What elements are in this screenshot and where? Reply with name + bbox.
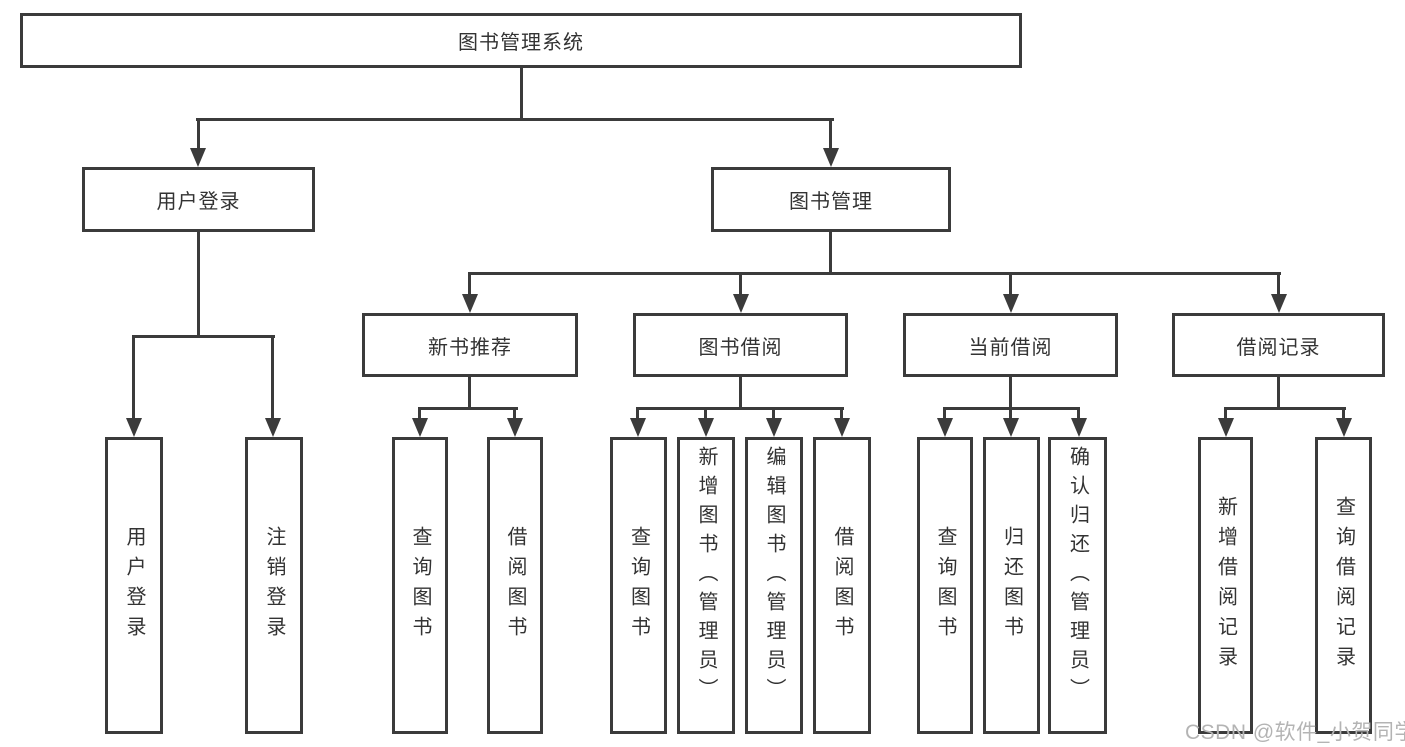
arrowhead-icon bbox=[698, 418, 714, 437]
connector-line bbox=[739, 377, 742, 410]
leaf-user-login: 用户登录 bbox=[105, 437, 163, 734]
node-borrowing-records: 借阅记录 bbox=[1172, 313, 1385, 377]
leaf-return-book: 归还图书 bbox=[983, 437, 1040, 734]
connector-line bbox=[636, 407, 639, 421]
leaf-recommend-query-book: 查询图书 bbox=[392, 437, 448, 734]
arrowhead-icon bbox=[937, 418, 953, 437]
connector-line bbox=[636, 407, 844, 410]
csdn-watermark: CSDN @软件_小贺同学 bbox=[1185, 721, 1405, 744]
connector-line bbox=[1077, 407, 1080, 421]
connector-line bbox=[196, 118, 834, 121]
node-label: 图书借阅 bbox=[698, 336, 783, 359]
node-book-borrowing: 图书借阅 bbox=[633, 313, 848, 377]
arrowhead-icon bbox=[265, 418, 281, 437]
connector-line bbox=[1009, 377, 1012, 410]
arrowhead-icon bbox=[766, 418, 782, 437]
connector-line bbox=[1009, 407, 1012, 421]
arrowhead-icon bbox=[823, 148, 839, 167]
connector-line bbox=[468, 272, 471, 296]
node-label: 图书管理系统 bbox=[458, 32, 584, 54]
connector-line bbox=[829, 118, 832, 151]
node-label: 用户登录 bbox=[156, 191, 241, 213]
leaf-add-borrow-record: 新增借阅记录 bbox=[1198, 437, 1253, 734]
connector-line bbox=[1277, 272, 1280, 296]
connector-line bbox=[943, 407, 946, 421]
connector-line bbox=[704, 407, 707, 421]
arrowhead-icon bbox=[733, 294, 749, 313]
node-label: 当前借阅 bbox=[968, 336, 1053, 359]
connector-line bbox=[418, 407, 421, 421]
connector-line bbox=[772, 407, 775, 421]
leaf-borrowing-query-book: 查询图书 bbox=[610, 437, 667, 734]
arrowhead-icon bbox=[412, 418, 428, 437]
node-book-management: 图书管理 bbox=[711, 167, 951, 232]
connector-line bbox=[468, 377, 471, 410]
arrowhead-icon bbox=[507, 418, 523, 437]
node-library-management-system: 图书管理系统 bbox=[20, 13, 1022, 68]
leaf-recommend-borrow-book: 借阅图书 bbox=[487, 437, 543, 734]
connector-line bbox=[1342, 407, 1345, 421]
leaf-borrow-book: 借阅图书 bbox=[813, 437, 871, 734]
leaf-add-book-admin: 新增图书（管理员） bbox=[677, 437, 735, 734]
leaf-confirm-return-admin: 确认归还（管理员） bbox=[1048, 437, 1107, 734]
connector-line bbox=[271, 335, 274, 420]
arrowhead-icon bbox=[1336, 418, 1352, 437]
connector-line bbox=[513, 407, 516, 421]
node-user-login: 用户登录 bbox=[82, 167, 315, 232]
connector-line bbox=[197, 232, 200, 338]
connector-line bbox=[1224, 407, 1346, 410]
arrowhead-icon bbox=[462, 294, 478, 313]
arrowhead-icon bbox=[834, 418, 850, 437]
arrowhead-icon bbox=[1003, 294, 1019, 313]
connector-line bbox=[132, 335, 135, 420]
connector-line bbox=[132, 335, 275, 338]
node-label: 新书推荐 bbox=[428, 336, 512, 359]
arrowhead-icon bbox=[190, 148, 206, 167]
connector-line bbox=[468, 272, 1281, 275]
arrowhead-icon bbox=[1218, 418, 1234, 437]
leaf-edit-book-admin: 编辑图书（管理员） bbox=[745, 437, 803, 734]
node-current-borrowing: 当前借阅 bbox=[903, 313, 1118, 377]
leaf-query-borrow-record: 查询借阅记录 bbox=[1315, 437, 1372, 734]
node-new-book-recommend: 新书推荐 bbox=[362, 313, 578, 377]
connector-line bbox=[1224, 407, 1227, 421]
connector-line bbox=[1009, 272, 1012, 296]
arrowhead-icon bbox=[1271, 294, 1287, 313]
node-label: 借阅记录 bbox=[1236, 336, 1321, 359]
connector-line bbox=[1277, 377, 1280, 410]
node-label: 图书管理 bbox=[789, 191, 873, 213]
connector-line bbox=[418, 407, 518, 410]
connector-line bbox=[197, 118, 200, 151]
connector-line bbox=[520, 68, 523, 121]
connector-line bbox=[840, 407, 843, 421]
leaf-logout: 注销登录 bbox=[245, 437, 303, 734]
leaf-current-query-book: 查询图书 bbox=[917, 437, 973, 734]
arrowhead-icon bbox=[630, 418, 646, 437]
connector-line bbox=[829, 232, 832, 275]
arrowhead-icon bbox=[1071, 418, 1087, 437]
arrowhead-icon bbox=[126, 418, 142, 437]
connector-line bbox=[739, 272, 742, 296]
arrowhead-icon bbox=[1003, 418, 1019, 437]
